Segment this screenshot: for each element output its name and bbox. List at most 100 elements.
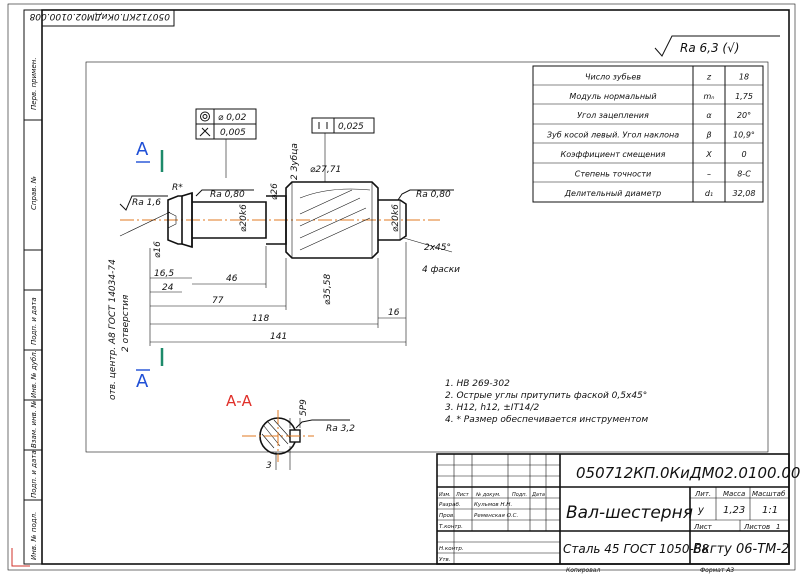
tb-designation: 050712КП.0КиДМ02.0100.008 xyxy=(576,464,800,482)
param-name: Модуль нормальный xyxy=(569,92,656,101)
side-stamp: Перв. примен. Справ. № Подп. и дата Инв.… xyxy=(23,9,43,565)
dim-chamfer-note: 4 фаски xyxy=(422,265,460,275)
param-name: Коэффициент смещения xyxy=(561,150,666,159)
tb-sheet-label: Лист xyxy=(693,523,713,531)
dim-sp9: 5Р9 xyxy=(299,399,309,416)
top-code-stamp: 050712КП.0КиДМ02.0100.008 xyxy=(29,11,170,21)
param-value: 1,75 xyxy=(735,92,753,101)
section-view: 5Р9 Ra 3,2 3 xyxy=(242,399,355,471)
dim-118: 118 xyxy=(252,314,269,324)
stamp-5: Взам. инв. № xyxy=(30,400,38,448)
stamp-7: Инв. № подл. xyxy=(30,512,38,560)
stamp-3: Подп. и дата xyxy=(30,297,38,345)
stamp-6: Подп. и дата xyxy=(30,450,38,498)
title-block: 050712КП.0КиДМ02.0100.008 Вал-шестерня С… xyxy=(436,453,800,565)
param-name: Степень точности xyxy=(575,169,651,178)
dim-165: 16,5 xyxy=(154,269,174,279)
dim-24: 24 xyxy=(162,283,174,293)
r-star: R* xyxy=(172,183,183,193)
surface-finish-general: Ra 6,3 (√) xyxy=(680,41,739,55)
tb-role-1: Разраб. xyxy=(439,502,461,508)
ra-32: Ra 3,2 xyxy=(326,424,355,434)
center-hole-leader xyxy=(119,211,171,237)
param-symbol: d₁ xyxy=(705,189,713,198)
param-value: 8-С xyxy=(737,169,751,178)
stamp-1: Перв. примен. xyxy=(30,57,38,110)
tb-material: Сталь 45 ГОСТ 1050-88 xyxy=(563,542,710,556)
param-symbol: α xyxy=(706,111,712,120)
tb-mass-value: 1,23 xyxy=(723,505,745,516)
origin-marker xyxy=(11,548,30,567)
tb-row-date: Дата xyxy=(531,492,545,498)
dim-teeth-label: 2 Зубца xyxy=(290,143,300,180)
dim-d16: ⌀16 xyxy=(153,241,163,258)
dim-d3558: ⌀35,58 xyxy=(323,274,333,305)
copied-label: Копировал xyxy=(566,567,600,574)
dim-3: 3 xyxy=(266,461,272,471)
top-code-box xyxy=(41,9,175,27)
note-2: 2. Острые углы притупить фаской 0,5х45° xyxy=(445,391,647,401)
tb-sheets-value: 1 xyxy=(776,523,780,531)
ra-16: Ra 1,6 xyxy=(132,198,161,208)
dim-d20k6-right: ⌀20k6 xyxy=(391,204,401,232)
tb-lit-value: у xyxy=(697,505,705,516)
note-1: 1. НВ 269-302 xyxy=(445,379,510,389)
center-hole-note-2: 2 отверстия xyxy=(121,294,131,352)
diameter-callouts: ⌀26 2 Зубца ⌀27,71 ⌀20k6 ⌀20k6 ⌀16 ⌀35,5… xyxy=(153,143,460,305)
dim-16: 16 xyxy=(388,308,400,318)
param-symbol: z xyxy=(706,72,712,81)
tb-part-name: Вал-шестерня xyxy=(566,503,693,523)
dim-141: 141 xyxy=(270,332,287,342)
tb-role-3: Т.контр. xyxy=(439,524,463,530)
tb-mass-label: Масса xyxy=(723,490,745,498)
dim-d20k6-left: ⌀20k6 xyxy=(239,204,249,232)
gear-teeth xyxy=(299,189,371,251)
tb-role-5: Утв. xyxy=(439,557,451,563)
section-label-top: A xyxy=(136,139,149,160)
param-symbol: X xyxy=(705,150,712,159)
tb-row-doc: № докум. xyxy=(475,492,501,498)
param-symbol: β xyxy=(705,131,711,140)
stamp-4: Инв. № дубл. xyxy=(30,350,38,398)
technical-notes: 1. НВ 269-302 2. Острые углы притупить ф… xyxy=(445,379,648,425)
param-name: Угол зацепления xyxy=(577,111,649,120)
tolerance-frames: ⌀ 0,02 0,005 0,025 xyxy=(195,108,375,182)
shaft-outline xyxy=(167,181,407,259)
param-value: 10,9° xyxy=(733,131,755,140)
gear-body xyxy=(285,181,379,259)
tol-parallel: 0,025 xyxy=(338,122,364,132)
dim-77: 77 xyxy=(212,296,224,306)
tb-scale-label: Масштаб xyxy=(752,490,786,498)
tb-org: Вкгту 06-ТМ-2 xyxy=(693,542,789,557)
tb-lit-label: Лит. xyxy=(694,490,711,498)
center-hole-note: отв. центр. А8 ГОСТ 14034-74 xyxy=(108,259,118,400)
section-label-bottom: A xyxy=(136,371,149,392)
tb-sheets-label: Листов xyxy=(743,523,770,531)
dim-46: 46 xyxy=(226,274,238,284)
param-value: 0 xyxy=(741,150,746,159)
dim-d2771: ⌀27,71 xyxy=(310,165,341,175)
dim-chamfer: 2х45° xyxy=(424,243,451,253)
param-value: 18 xyxy=(739,72,749,81)
dim-d26: ⌀26 xyxy=(270,183,280,200)
tb-row-sign: Подп. xyxy=(512,492,527,498)
tb-row-list: Лист xyxy=(455,492,470,498)
format-label: Формат А3 xyxy=(700,567,734,574)
tb-scale-value: 1:1 xyxy=(762,505,778,516)
length-dimensions: 16,5 24 46 77 118 16 141 xyxy=(149,242,407,346)
tb-name-1: Кульмов Н.Н. xyxy=(474,502,512,508)
ra-080-right: Ra 0,80 xyxy=(416,190,451,200)
param-name: Делительный диаметр xyxy=(564,189,662,198)
stamp-2: Справ. № xyxy=(30,176,38,210)
param-value: 20° xyxy=(737,111,751,120)
tol-runout: ⌀ 0,02 xyxy=(218,113,247,123)
note-4: 4. * Размер обеспечивается инструментом xyxy=(445,415,648,425)
finish-symbol xyxy=(654,35,780,57)
param-name: Зуб косой левый. Угол наклона xyxy=(547,131,679,140)
param-symbol: – xyxy=(707,169,711,178)
section-title: А-А xyxy=(226,392,253,410)
